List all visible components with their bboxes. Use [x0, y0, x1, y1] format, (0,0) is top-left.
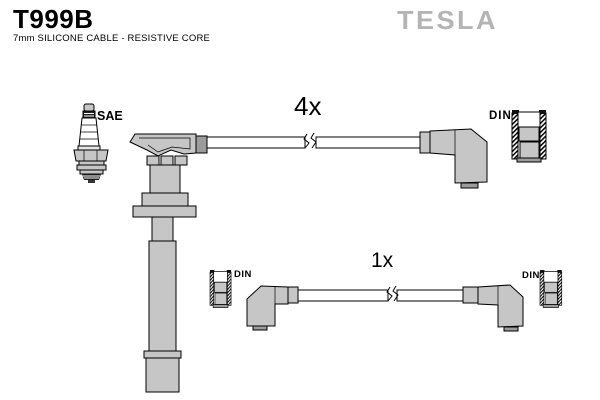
- elbow-boot-icon-bottom-right: [462, 284, 524, 332]
- top-cable-din-label: DIN: [489, 110, 512, 122]
- top-cable-quantity: 4x: [294, 91, 322, 121]
- brand-logo: TESLA: [397, 6, 499, 35]
- din-connector-icon-bottom-left: [209, 269, 232, 308]
- sae-terminal-label: SAE: [97, 109, 123, 123]
- cable-break-icon: [303, 133, 310, 149]
- cable-break-icon: [392, 285, 399, 302]
- bottom-cable-right-din-label: DIN: [522, 270, 540, 281]
- din-connector-icon-top: [511, 109, 547, 163]
- elbow-boot-icon-bottom-left: [246, 285, 299, 331]
- top-cable: [206, 132, 421, 149]
- long-plug-boot-icon: [129, 133, 208, 393]
- cable-break-icon: [310, 132, 317, 149]
- product-subtitle: 7mm SILICONE CABLE - RESISTIVE CORE: [13, 33, 211, 44]
- din-connector-icon-bottom-right: [539, 269, 563, 308]
- page-title: T999B: [13, 4, 94, 34]
- spark-plug-icon: [73, 103, 109, 183]
- bottom-cable: [297, 285, 464, 302]
- elbow-boot-icon-top: [419, 128, 488, 189]
- cable-break-icon: [386, 286, 393, 302]
- bottom-cable-quantity: 1x: [371, 249, 394, 272]
- bottom-cable-left-din-label: DIN: [234, 269, 252, 280]
